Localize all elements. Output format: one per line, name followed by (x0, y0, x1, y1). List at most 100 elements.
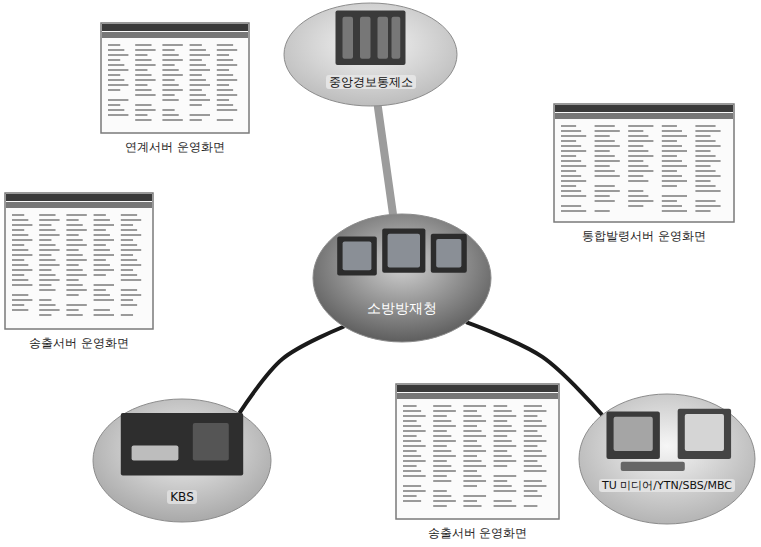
screen-data-row (66, 294, 78, 296)
screen-data-row (108, 114, 128, 116)
screen-data-row (561, 210, 586, 212)
screen-data-row (217, 69, 229, 71)
screen-data-row (162, 44, 182, 46)
ellipse-shape (93, 399, 271, 522)
screen-data-row (524, 470, 547, 472)
screen-data-row (403, 495, 417, 497)
screen-data-row (403, 420, 417, 422)
screen-data-row (595, 125, 615, 127)
screen-data-row (662, 155, 677, 157)
screen-data-row (662, 175, 682, 177)
screen-data-row (695, 185, 715, 187)
equipment-illustration (614, 417, 653, 451)
screen-data-row (561, 130, 581, 132)
screen-data-row (524, 490, 538, 492)
screen-data-row (524, 410, 547, 412)
ellipse-shape (313, 214, 491, 342)
screen-data-row (494, 460, 517, 462)
screen-data-row (403, 455, 421, 457)
screen-data-row (561, 165, 586, 167)
screen-data-row (561, 195, 586, 197)
screen-data-row (94, 284, 114, 286)
screen-data-row (121, 239, 133, 241)
screen-data-row (494, 455, 512, 457)
screen-data-row (628, 155, 653, 157)
screen-data-row (433, 450, 451, 452)
screen-data-row (162, 119, 182, 121)
screen-data-row (403, 485, 421, 487)
screen-data-row (433, 430, 447, 432)
screen-data-row (403, 450, 417, 452)
screen-data-row (628, 160, 643, 162)
screen-data-row (66, 219, 78, 221)
screen-data-row (162, 59, 182, 61)
screen-data-row (695, 190, 720, 192)
screen-data-row (433, 505, 447, 507)
site-ellipse: TU 미디어/YTN/SBS/MBC (578, 393, 756, 525)
screen-data-row (433, 420, 451, 422)
screen-data-row (94, 229, 106, 231)
screen-data-row (695, 170, 715, 172)
screen-data-row (66, 214, 86, 216)
site-ellipse: 소방방재청 (312, 213, 492, 343)
screen-data-row (94, 219, 110, 221)
screen-data-row (121, 314, 133, 316)
screen-data-row (217, 49, 237, 51)
screen-data-row (39, 224, 51, 226)
screen-data-row (595, 145, 620, 147)
screen-titlebar (6, 194, 152, 201)
screen-data-row (108, 89, 120, 91)
screen-data-row (463, 505, 481, 507)
screen-data-row (494, 450, 508, 452)
screen-data-row (121, 299, 133, 301)
screen-data-row (108, 99, 128, 101)
screen-data-row (190, 69, 210, 71)
screen-data-row (121, 229, 137, 231)
screen-data-row (162, 74, 182, 76)
screen-data-row (94, 269, 114, 271)
screen-data-row (463, 475, 481, 477)
screen-data-row (662, 170, 677, 172)
screen-data-row (217, 79, 237, 81)
screen-data-row (695, 140, 715, 142)
screen-data-row (595, 170, 615, 172)
screen-data-row (695, 125, 715, 127)
screen-data-row (524, 405, 542, 407)
screen-data-row (190, 44, 202, 46)
screen-data-row (433, 455, 456, 457)
screen-data-row (121, 244, 137, 246)
screen-data-row (463, 465, 486, 467)
screen-data-row (403, 430, 426, 432)
screen-data-row (12, 254, 32, 256)
screen-data-row (403, 410, 421, 412)
screen-data-row (524, 465, 542, 467)
screen-data-row (217, 89, 233, 91)
screen-data-row (39, 219, 59, 221)
screen-data-row (695, 180, 710, 182)
screen-data-row (463, 420, 486, 422)
screen-data-row (524, 440, 547, 442)
screen-data-row (121, 214, 137, 216)
screen-data-row (463, 450, 486, 452)
screen-data-row (39, 284, 51, 286)
site-ellipse: KBS (92, 398, 272, 523)
screen-data-row (135, 64, 155, 66)
screen-data-row (433, 460, 447, 462)
screen-data-row (66, 229, 86, 231)
screen-data-row (190, 54, 210, 56)
screen-data-row (628, 140, 653, 142)
equipment-illustration (343, 17, 354, 59)
screen-data-row (524, 450, 542, 452)
screen-data-row (66, 239, 82, 241)
screen-data-row (108, 44, 120, 46)
equipment-illustration (685, 414, 724, 451)
screen-data-row (66, 234, 78, 236)
screen-data-row (94, 294, 110, 296)
screen-data-row (494, 490, 517, 492)
screen-frame (101, 23, 249, 133)
screen-data-row (108, 84, 128, 86)
screen-data-row (39, 214, 55, 216)
screen-data-row (433, 495, 451, 497)
screen-data-row (403, 435, 417, 437)
screen-data-row (463, 480, 486, 482)
